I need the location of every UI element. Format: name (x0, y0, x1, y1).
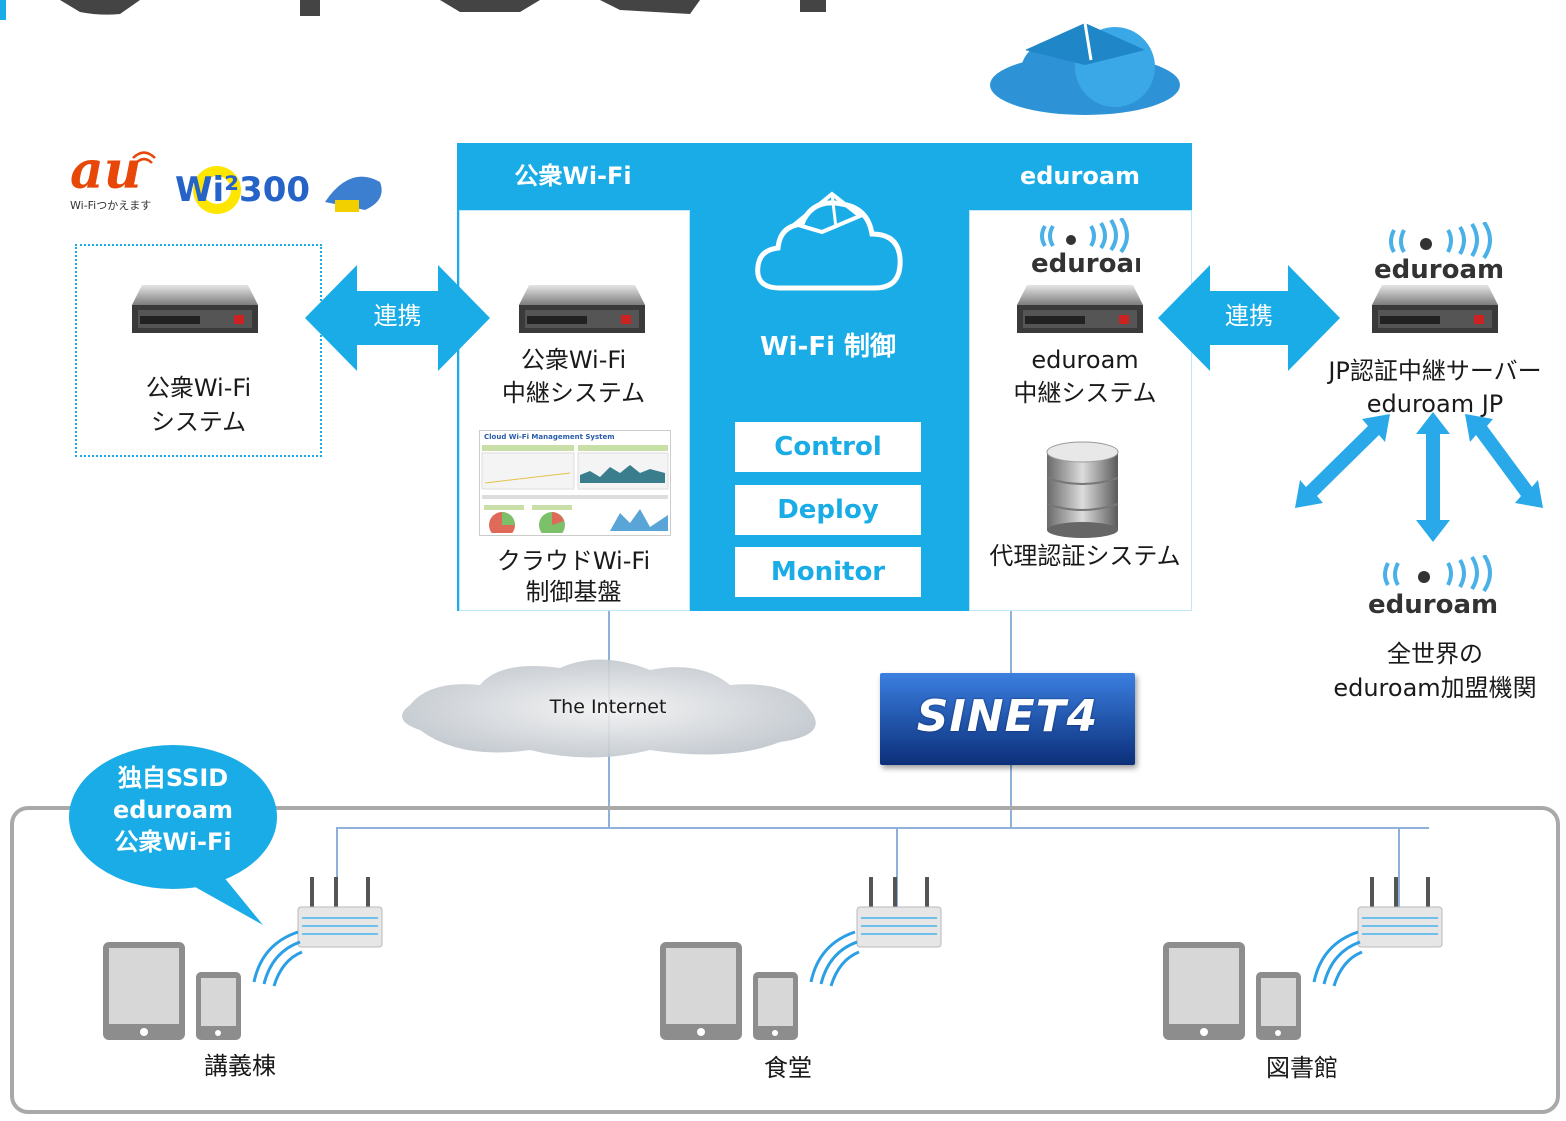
au-logo-subtext: Wi-Fiつかえます (70, 199, 152, 212)
access-point-icon (856, 877, 942, 948)
left-link-label: 連携 (373, 302, 422, 330)
control-button[interactable]: Control (735, 422, 921, 472)
sinet4-logo: SINET4 (880, 673, 1135, 765)
cloud-platform-label: クラウドWi-Fi (496, 547, 651, 575)
au-logo-text: au (70, 140, 142, 201)
management-dashboard-graphic (481, 445, 669, 535)
worldwide-label: 全世界の (1387, 640, 1483, 668)
tablet-phone-icon (103, 942, 241, 1040)
bubble-eduroam-label: eduroam (112, 796, 234, 824)
eduroam-relay-server-icon (1017, 285, 1143, 333)
eduroam-relay-label-2: 中継システム (1013, 379, 1157, 407)
management-screenshot-title: Cloud Wi-Fi Management System (484, 433, 615, 441)
management-screenshot: Cloud Wi-Fi Management System (479, 430, 671, 536)
proxy-auth-label: 代理認証システム (989, 542, 1181, 570)
public-wifi-system-label: 公衆Wi-Fi (145, 374, 252, 402)
public-relay-label: 公衆Wi-Fi (520, 346, 627, 374)
tablet-phone-icon (660, 942, 798, 1040)
bubble-ssid-label: 独自SSID (117, 764, 229, 792)
deploy-button[interactable]: Deploy (735, 485, 921, 535)
eduroam-relay-label: eduroam (1031, 346, 1139, 374)
right-link-arrow (1158, 265, 1340, 371)
eduroam-card (969, 210, 1192, 611)
cropped-title-decoration (0, 0, 826, 20)
wifi-waves-icon (252, 930, 303, 987)
eduroam-members-label: eduroam加盟機関 (1333, 674, 1537, 702)
eduroam-logo-panel: eduroam (1031, 218, 1140, 276)
ssid-speech-bubble (69, 745, 277, 925)
ap-drop-line-3 (1398, 827, 1400, 907)
ap-drop-line-2 (896, 827, 898, 907)
wi2-mascot-icon (193, 166, 382, 214)
right-link-label: 連携 (1225, 302, 1273, 330)
monitor-button[interactable]: Monitor (735, 547, 921, 597)
campus-area (10, 806, 1560, 1114)
public-relay-server-icon (519, 285, 645, 333)
sinet4-logo-text: SINET4 (916, 691, 1099, 742)
federation-arrows (1295, 412, 1543, 542)
wifi-signal-icon (132, 151, 156, 164)
public-wifi-card (459, 210, 690, 611)
site-lecture-hall-label: 講義棟 (204, 1052, 276, 1080)
eduroam-header: eduroam (1019, 162, 1141, 190)
access-point-icon (297, 877, 383, 948)
site-cafeteria-label: 食堂 (764, 1054, 812, 1082)
jp-relay-server-label: JP認証中継サーバー (1328, 357, 1542, 385)
public-wifi-header: 公衆Wi-Fi (514, 162, 632, 190)
campus-backbone-line (336, 827, 1429, 829)
internet-cloud (402, 659, 816, 758)
eduroam-logo-jp: eduroam (1374, 222, 1504, 282)
site-library-label: 図書館 (1266, 1054, 1338, 1082)
au-logo: au Wi-Fiつかえます (70, 145, 160, 225)
bubble-public-wifi-label: 公衆Wi-Fi (114, 828, 232, 856)
internet-label: The Internet (549, 696, 667, 718)
access-point-icon (1357, 877, 1443, 948)
tablet-phone-icon (1163, 942, 1301, 1040)
left-link-arrow (305, 265, 490, 371)
left-server-icon (132, 285, 258, 333)
database-icon (1046, 441, 1119, 538)
wi2-logo-text: Wi²300 (175, 170, 311, 210)
wifi-control-title: Wi-Fi 制御 (759, 332, 897, 362)
cloud-cap-logo (990, 22, 1180, 115)
wi2-300-logo: Wi²300 (175, 160, 390, 220)
eduroam-jp-label: eduroam JP (1366, 390, 1504, 418)
jp-relay-server-icon (1372, 285, 1498, 333)
eduroam-logo-jp-text: eduroam (1374, 255, 1504, 282)
public-wifi-system-box (75, 244, 322, 457)
public-wifi-system-label-2: システム (150, 408, 247, 436)
cloud-control-icon (755, 191, 903, 291)
public-relay-label-2: 中継システム (501, 379, 646, 407)
cloud-platform-label-2: 制御基盤 (525, 578, 622, 606)
eduroam-logo-world: eduroam (1368, 555, 1498, 617)
ap-drop-line-1 (336, 827, 338, 907)
wifi-waves-icon (809, 930, 860, 987)
eduroam-logo-panel-text: eduroam (1031, 249, 1140, 276)
eduroam-logo-world-text: eduroam (1368, 590, 1498, 617)
wifi-waves-icon (1312, 930, 1363, 987)
